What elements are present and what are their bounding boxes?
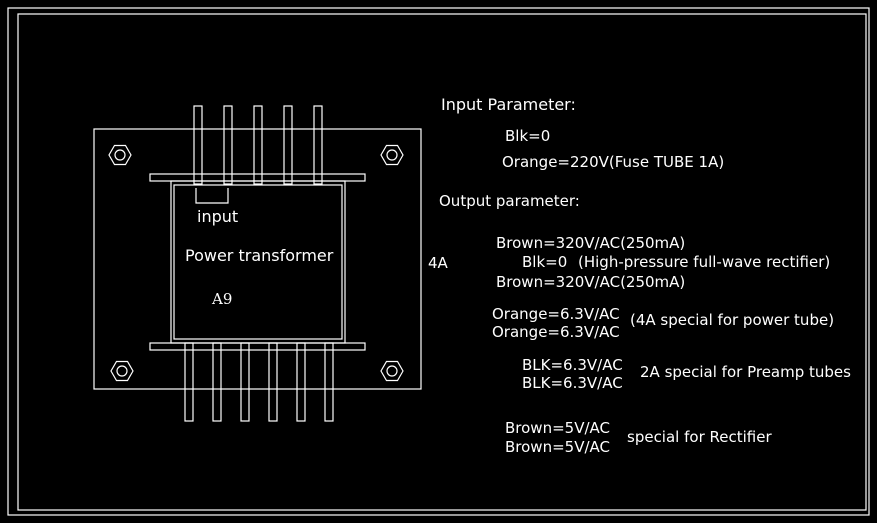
mounting-nut-bottom-left	[110, 360, 134, 382]
output-parameter-heading: Output parameter:	[439, 192, 580, 210]
input-orange-line: Orange=220V(Fuse TUBE 1A)	[502, 153, 725, 171]
model-label: A9	[212, 290, 233, 308]
rectifier-heater-line-2: Brown=5V/AC	[505, 438, 610, 456]
mounting-nut-top-right	[380, 144, 404, 166]
rectifier-heater-note: special for Rectifier	[627, 428, 772, 446]
outer-border	[7, 7, 870, 516]
input-blk-line: Blk=0	[505, 127, 551, 145]
hv-line-3: Brown=320V/AC(250mA)	[496, 273, 686, 291]
input-parameter-heading: Input Parameter:	[441, 95, 576, 114]
rectifier-heater-line-1: Brown=5V/AC	[505, 419, 610, 437]
preamp-heater-line-1: BLK=6.3V/AC	[522, 356, 623, 374]
power-heater-line-1: Orange=6.3V/AC	[492, 305, 620, 323]
power-heater-line-2: Orange=6.3V/AC	[492, 323, 620, 341]
mounting-nut-bottom-right	[380, 360, 404, 382]
hv-line-1: Brown=320V/AC(250mA)	[496, 234, 686, 252]
input-label: input	[197, 207, 239, 226]
core-inner-outline	[173, 184, 343, 340]
top-lamination	[149, 173, 366, 182]
power-heater-note: (4A special for power tube)	[630, 311, 835, 329]
input-marker	[195, 188, 229, 204]
side-note-4a: 4A	[428, 254, 448, 272]
transformer-name-label: Power transformer	[185, 246, 334, 265]
mounting-nut-top-left	[108, 144, 132, 166]
bottom-terminals	[184, 342, 334, 422]
transformer-core	[170, 180, 346, 344]
top-terminals	[193, 105, 323, 185]
preamp-heater-line-2: BLK=6.3V/AC	[522, 374, 623, 392]
inner-border	[17, 13, 867, 511]
mounting-plate	[93, 128, 422, 390]
hv-note: (High-pressure full-wave rectifier)	[578, 253, 831, 271]
hv-line-2: Blk=0	[522, 253, 568, 271]
preamp-heater-note: 2A special for Preamp tubes	[640, 363, 851, 381]
